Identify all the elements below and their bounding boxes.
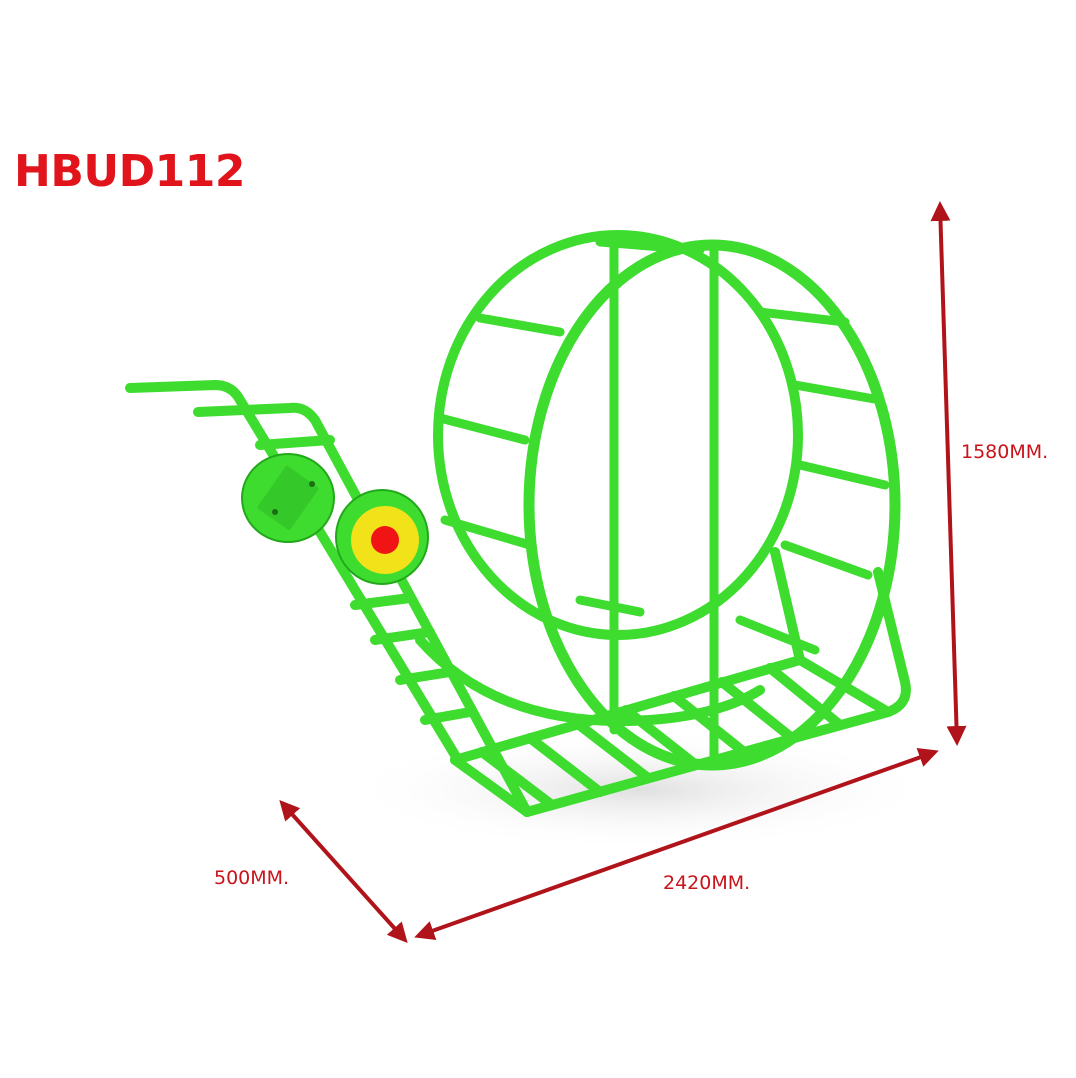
snail-body <box>415 635 765 726</box>
height-label: 1580MM. <box>961 441 1049 463</box>
plate-icon <box>241 453 335 543</box>
depth-label: 500MM. <box>214 867 290 889</box>
handle-frame <box>125 380 532 817</box>
width-label: 2420MM. <box>663 872 751 894</box>
product-code: HBUD112 <box>14 146 245 197</box>
dimension-arrows <box>279 201 967 943</box>
height-arrow <box>930 201 967 746</box>
wheel-posts <box>609 237 719 765</box>
target-icon <box>335 489 429 585</box>
depth-arrow <box>279 800 408 943</box>
width-arrow <box>414 747 939 941</box>
